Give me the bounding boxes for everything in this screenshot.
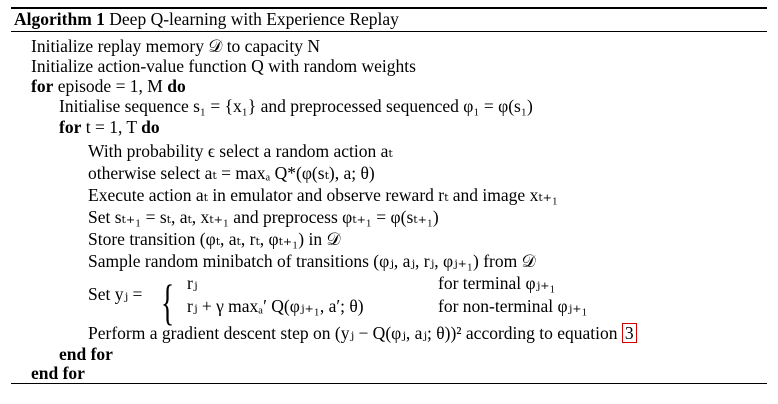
- equation-reference-link[interactable]: 3: [621, 323, 637, 343]
- line-set-state: Set sₜ₊₁ = sₜ, aₜ, xₜ₊₁ and preprocess φ…: [88, 207, 439, 227]
- for-t-range: t = 1, T: [85, 117, 137, 137]
- keyword-do: do: [167, 76, 186, 96]
- algorithm-label: Algorithm 1: [14, 9, 105, 29]
- line-for-episode: for episode = 1, M do: [31, 76, 186, 96]
- bottom-rule: [11, 383, 767, 384]
- line-otherwise-select: otherwise select aₜ = maxₐ Q*(φ(sₜ), a; …: [88, 163, 375, 183]
- set-y-label: Set yⱼ =: [88, 284, 143, 304]
- line-gradient-step: Perform a gradient descent step on (yⱼ −…: [88, 323, 637, 343]
- keyword-for: for: [31, 76, 54, 96]
- case-nonterminal-value: rⱼ + γ maxₐ′ Q(φⱼ₊₁, a′; θ): [187, 296, 364, 316]
- line-end-for-outer: end for: [31, 363, 85, 383]
- keyword-for: for: [59, 117, 82, 137]
- line-for-t: for t = 1, T do: [59, 117, 160, 137]
- algorithm-block: Algorithm 1 Deep Q-learning with Experie…: [11, 7, 767, 387]
- case-terminal-condition: for terminal φⱼ₊₁: [438, 273, 556, 293]
- line-init-q: Initialize action-value function Q with …: [31, 56, 416, 76]
- algorithm-title: Deep Q-learning with Experience Replay: [109, 9, 399, 29]
- line-sample-minibatch: Sample random minibatch of transitions (…: [88, 251, 536, 271]
- line-store-transition: Store transition (φₜ, aₜ, rₜ, φₜ₊₁) in 𝒟: [88, 229, 341, 249]
- line-init-sequence: Initialise sequence s₁ = {x₁} and prepro…: [59, 96, 533, 116]
- line-execute-action: Execute action aₜ in emulator and observ…: [88, 185, 558, 205]
- keyword-do: do: [141, 117, 160, 137]
- line-init-memory: Initialize replay memory 𝒟 to capacity N: [31, 36, 320, 56]
- caption-rule: [11, 31, 767, 32]
- gradient-step-text: Perform a gradient descent step on (yⱼ −…: [88, 323, 618, 343]
- line-end-for-inner: end for: [59, 344, 113, 364]
- line-probability-select: With probability ϵ select a random actio…: [88, 141, 393, 161]
- for-episode-range: episode = 1, M: [57, 76, 163, 96]
- cases-brace: {: [161, 274, 175, 330]
- top-rule: [11, 7, 767, 9]
- algorithm-caption: Algorithm 1 Deep Q-learning with Experie…: [14, 9, 399, 29]
- case-terminal-value: rⱼ: [187, 273, 198, 293]
- case-nonterminal-condition: for non-terminal φⱼ₊₁: [438, 296, 588, 316]
